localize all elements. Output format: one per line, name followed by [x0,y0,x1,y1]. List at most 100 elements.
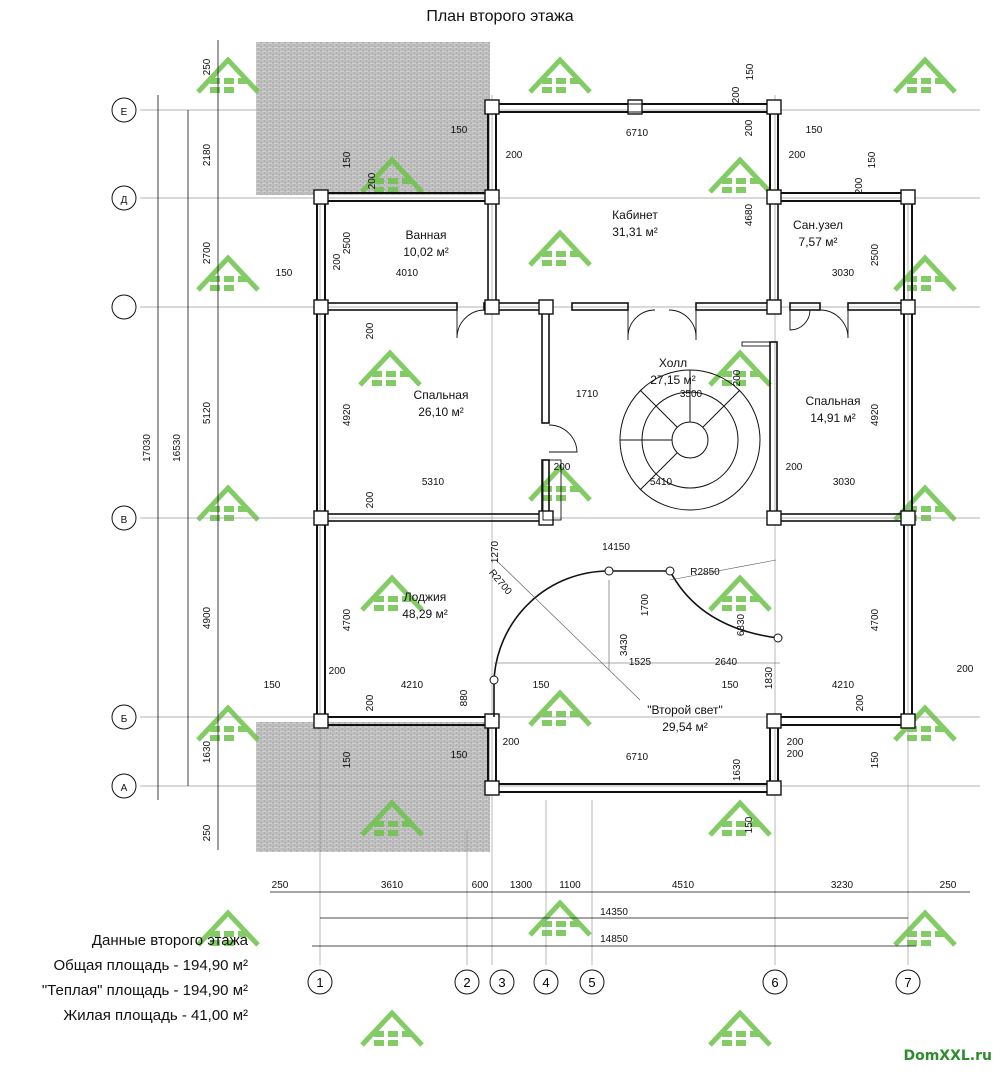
dimension-label: 150 [342,151,353,168]
dimension-label: 200 [787,749,804,760]
dimension-label: 4680 [744,203,755,226]
dimension-label: 150 [342,751,353,768]
room-name: Холл [659,356,687,370]
watermark-logo-icon [362,1013,422,1046]
dimension-label: 1300 [510,880,533,891]
dimension-label: 150 [264,680,281,691]
dimension-label: 3430 [619,633,630,656]
loggia-railing [493,570,779,717]
room-area: 31,31 м² [612,225,658,239]
roof-patch-bottom [256,722,490,852]
column-axis-labels: 1 2 3 4 5 6 7 [316,975,911,990]
dimension-label: 2500 [342,231,353,254]
left-dimensions: 250 2180 2700 5120 4900 1630 250 16530 1… [142,58,213,841]
dimension-label: 2180 [202,143,213,166]
watermark-logo-icon [530,60,590,93]
dimension-label: 150 [870,751,881,768]
dimension-label: 600 [472,880,489,891]
room-area: 14,91 м² [810,411,856,425]
dimension-label: 200 [855,694,866,711]
dimension-label: 150 [722,680,739,691]
dimension-label: 250 [940,880,957,891]
dimension-label: 200 [367,172,378,189]
dimension-label: 1270 [490,540,501,563]
watermark-logo-icon [530,903,590,936]
dimension-label: 5310 [422,477,445,488]
column-axis-label: 1 [316,975,323,990]
dimension-label: 200 [365,322,376,339]
row-axis-label: В [121,515,128,526]
dimension-label: 150 [451,750,468,761]
dimension-label: 250 [272,880,289,891]
doors [456,309,849,521]
dimension-label: 200 [329,666,346,677]
dimension-label: 200 [332,253,343,270]
dimension-label: 200 [854,177,865,194]
dimension-label: 200 [503,737,520,748]
dimension-label: 6710 [626,752,649,763]
row-axis-markers [111,97,137,799]
dimension-label: 4210 [401,680,424,691]
dimension-label: 2640 [715,657,738,668]
summary-total-area: Общая площадь - 194,90 м² [53,957,248,974]
dimension-label: 14350 [600,907,628,918]
dimension-label: 16530 [172,434,183,462]
watermark-logo-icon [710,803,770,836]
room-labels: Кабинет 31,31 м² Ванная 10,02 м² Сан.узе… [402,208,860,734]
row-axis-label: Б [121,714,128,725]
dimension-label: 14850 [600,934,628,945]
column-axis-label: 3 [498,975,505,990]
dimension-label: 2700 [202,241,213,264]
room-name: Лоджия [404,590,447,604]
room-name: Кабинет [612,208,658,222]
dimension-label: 3230 [831,880,854,891]
dimension-label: 4900 [202,606,213,629]
bottom-dimensions: 250 3610 600 1300 1100 4510 3230 250 143… [272,880,957,945]
column-axis-label: 7 [904,975,911,990]
room-name: "Второй свет" [647,703,723,717]
dimension-label: 4010 [396,268,419,279]
spiral-stair [619,369,761,511]
dimension-label: 6710 [626,128,649,139]
dimension-label: 2500 [870,243,881,266]
dimension-label: 200 [786,462,803,473]
dimension-label: 150 [533,680,550,691]
dimension-label: 1700 [640,593,651,616]
column-axis-label: 4 [542,975,549,990]
dimension-label: 150 [745,63,756,80]
row-axis-labels: Е Д В Б А [121,107,128,794]
dimension-label: 17030 [142,434,153,462]
dimension-label: 150 [744,816,755,833]
dimension-label: 880 [459,689,470,706]
dimension-label: 4700 [870,608,881,631]
grid-lines [140,95,980,965]
row-axis-label: Е [121,107,128,118]
watermark-logo-icon [710,578,770,611]
floor-summary: Данные второго этажа Общая площадь - 194… [18,928,248,1028]
dimension-label: 200 [957,664,974,675]
dimension-label: 150 [276,268,293,279]
dimension-label: 1525 [629,657,652,668]
dimension-label: 200 [731,86,742,103]
room-name: Ванная [405,228,446,242]
dimension-label: 3030 [832,268,855,279]
summary-heading: Данные второго этажа [91,932,248,949]
room-name: Сан.узел [793,218,843,232]
dimension-label: 3500 [680,389,703,400]
watermark-logo-icon [198,708,258,741]
watermarks [198,60,955,1046]
dimension-label: 150 [806,125,823,136]
row-axis-label: Д [121,195,128,206]
room-area: 27,15 м² [650,373,696,387]
dimension-label: 200 [732,369,743,386]
dimension-label: 1630 [732,758,743,781]
column-axis-label: 6 [771,975,778,990]
dimension-label: 4510 [672,880,695,891]
inner-dimensions: 6710 200 200 150 150 150 150 200 4680 20… [264,63,974,833]
dimension-label: R2700 [486,568,514,598]
dimension-label: 150 [451,125,468,136]
dimension-label: 4920 [870,403,881,426]
dimension-label: 4920 [342,403,353,426]
row-axis-label: А [121,783,128,794]
watermark-logo-icon [530,233,590,266]
